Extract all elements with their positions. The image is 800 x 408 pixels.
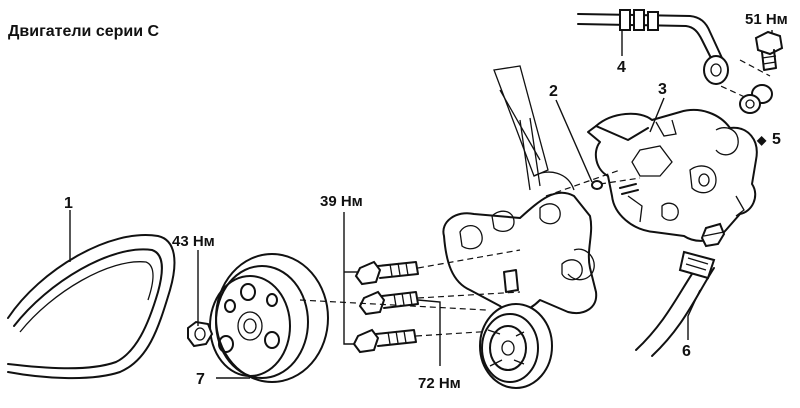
pump-pulley (209, 253, 329, 383)
label-part-7: 7 (196, 371, 205, 388)
pump-bracket (442, 65, 598, 314)
torque-72: 72 Нм (418, 375, 461, 392)
label-part-1: 1 (64, 195, 73, 212)
pressure-line (577, 9, 729, 85)
leader-lines (69, 30, 773, 379)
torque-39: 39 Нм (320, 193, 363, 210)
bracket-stud (503, 269, 519, 293)
alignment-lines (299, 59, 771, 337)
torque-43: 43 Нм (172, 233, 215, 250)
label-part-5: 5 (772, 131, 781, 148)
label-part-3: 3 (658, 81, 667, 98)
diamond-mark: ◆ (756, 133, 767, 147)
label-part-6: 6 (682, 343, 691, 360)
label-part-4: 4 (617, 59, 626, 76)
diagram-title: Двигатели серии С (8, 23, 160, 40)
pulley-nut (187, 320, 214, 348)
idler-pulley (479, 303, 553, 389)
power-steering-pump (587, 109, 758, 248)
union-bolt (754, 30, 784, 71)
return-hose (635, 250, 716, 357)
drive-belt (7, 234, 176, 380)
o-ring (591, 180, 603, 190)
gaskets (739, 84, 773, 114)
bracket-bolts (352, 260, 419, 354)
label-part-2: 2 (549, 83, 558, 100)
torque-51: 51 Нм (745, 11, 788, 28)
